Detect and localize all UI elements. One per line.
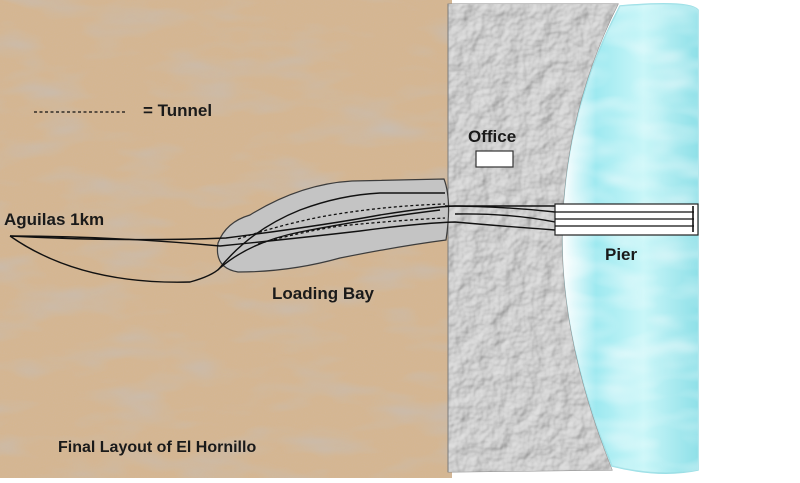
- legend-tunnel-label: = Tunnel: [143, 101, 213, 120]
- tunnels: [237, 203, 446, 245]
- track-bay-north: [217, 192, 445, 271]
- track-main-upper: [9, 205, 555, 241]
- pier-structure: [554, 203, 699, 236]
- track-bay-east: [444, 205, 556, 213]
- office-marker: [475, 150, 514, 168]
- tunnel-upper: [237, 203, 446, 240]
- diagram-caption: Final Layout of El Hornillo: [58, 439, 257, 456]
- loading-bay-label: Loading Bay: [272, 284, 375, 303]
- tunnel-lower: [257, 217, 446, 245]
- aguilas-label: Aguilas 1km: [4, 210, 105, 229]
- sea-area: [561, 3, 699, 474]
- railway-tracks: [9, 192, 556, 283]
- office-label: Office: [468, 127, 517, 146]
- pier-label: Pier: [605, 245, 638, 264]
- track-main-lower: [9, 221, 556, 247]
- track-to-pier-a: [454, 213, 556, 223]
- rock-area: [447, 3, 619, 473]
